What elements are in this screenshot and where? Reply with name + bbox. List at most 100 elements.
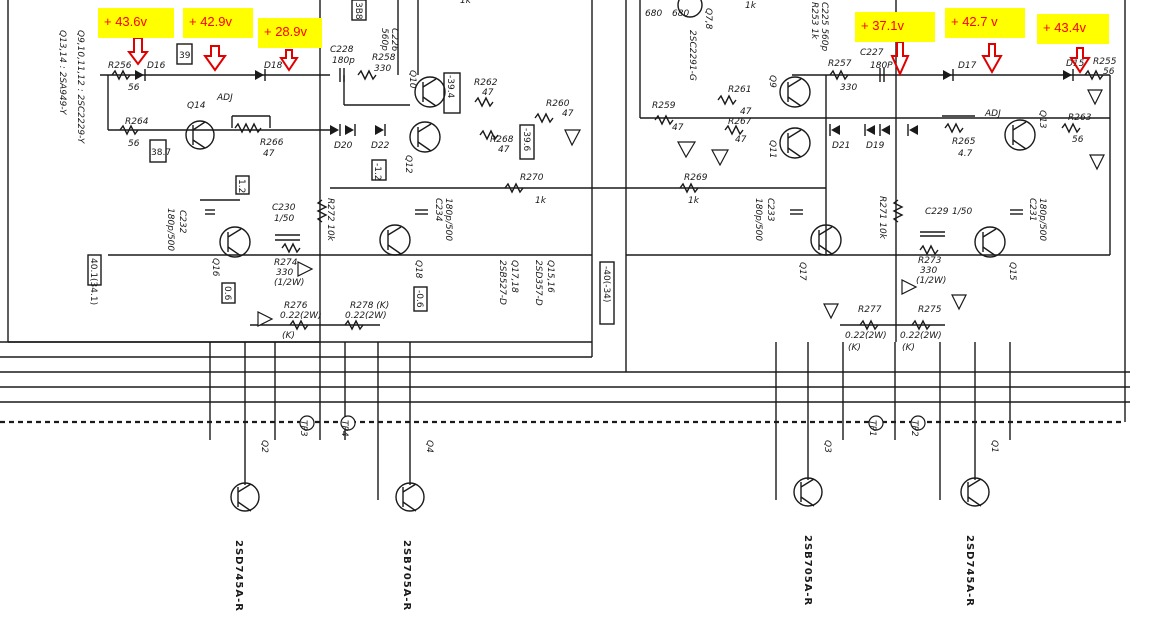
q78-label: Q7,8 [703,8,713,30]
r274-value: 330 [276,268,293,278]
voltage-annotation-1: + 43.6v [98,8,174,38]
marker-arrow-6 [1069,47,1091,74]
r260-value: 47 [562,109,574,119]
part-note-2: 2SD357-D [533,260,543,306]
voltage-annotation-2: + 42.9v [183,8,253,38]
q3-part: 2SB705A-R [802,535,813,606]
r260-label: R260 [546,99,570,109]
adj-left: ADJ [216,93,233,103]
r275-value: 0.22(2W) [900,331,942,341]
d18-label: D18 [264,61,283,71]
r273-watt: (1/2W) [916,276,946,286]
r277-label: R277 [858,305,882,315]
c226-value: 560p [379,28,389,51]
c231-value: 180p/500 [1037,198,1047,241]
r278-value: 0.22(2W) [345,311,387,321]
r277-value: 0.22(2W) [845,331,887,341]
c226-label: C226 [389,28,399,52]
r273-label: R273 [918,256,942,266]
q1-label: Q1 [989,440,999,453]
v401-label: 40.1(34.1) [88,258,98,305]
right-channel: R257 330 C227 180P D17 D15 R255 56 Q9 Q1… [608,0,1117,353]
r255-value: 56 [1103,67,1115,77]
r278-label: R278 (K) [350,301,389,311]
part-note-3: Q17,18 [509,260,519,293]
c228-value: 180p [332,56,355,66]
voltage-markers [127,37,1091,77]
r258-value: 330 [374,64,391,74]
d20-label: D20 [334,141,353,151]
c229-label: C229 [925,207,949,217]
left-channel: R256 56 D16 D18 39 R264 56 38.7 Q14 ADJ … [57,0,689,342]
c234-label: C234 [433,198,443,222]
v12-label: 1.2 [236,179,246,193]
c227-label: C227 [860,48,884,58]
v06b-label: -0.6 [414,290,424,308]
q13-label: Q13 [1037,110,1047,129]
q14-label: Q14 [187,101,206,111]
q4-part: 2SB705A-R [401,540,412,611]
r266-value: 47 [263,149,275,159]
q9-label: Q9 [767,75,777,88]
r263-value: 56 [1072,135,1084,145]
v06-label: 0.6 [222,286,232,301]
r1k-top: 1k [460,0,472,6]
r262-value: 47 [482,88,494,98]
c228-label: C228 [330,45,354,55]
d21-label: D21 [832,141,850,151]
c231-label: C231 [1027,198,1037,221]
part-note-1: Q15,16 [545,260,555,293]
q11-label: Q11 [767,140,777,159]
v3b8-label: 3B8 [353,2,363,20]
r258-label: R258 [372,53,396,63]
voltage-annotation-6: + 43.4v [1037,14,1109,44]
c234-value: 180p/500 [443,198,453,241]
c233-value: 180p/500 [753,198,763,241]
adj-right: ADJ [984,109,1001,119]
tp3-label: TP3 [298,420,308,437]
c229-value: 1/50 [952,207,972,217]
r257-label: R257 [828,59,852,69]
r272-label: R272 10k [325,198,335,242]
marker-arrow-5 [981,43,1003,75]
r265-label: R265 [952,137,976,147]
r263-label: R263 [1068,113,1092,123]
q12-label: Q12 [403,155,413,174]
q15-label: Q15 [1007,262,1017,281]
c232-label: C232 [177,210,187,234]
r276-k: (K) [282,331,295,341]
r262-label: R262 [474,78,498,88]
r257-value: 330 [840,83,857,93]
tp4-label: TP4 [339,420,349,437]
r680-label: 680 [672,9,689,19]
q78-type: 2SC2291-G [687,30,697,81]
v394-label: -39.4 [445,75,455,99]
r275-label: R275 [918,305,942,315]
r268-label: R268 [490,135,514,145]
r267-value: 47 [735,135,747,145]
voltage-annotation-5: + 42.7 v [945,8,1025,38]
voltage-annotation-3: + 28.9v [258,18,322,48]
q2-label: Q2 [259,440,269,453]
output-stage: Q2 Q4 Q3 Q1 TP3 TP4 TP1 TP2 2SD745A-R 2S… [209,342,1011,612]
c225-label: C225 560p [819,2,829,52]
r255-label: R255 [1093,57,1117,67]
v39-label: 39 [179,51,191,61]
q16-label: Q16 [210,258,220,277]
d19-label: D19 [866,141,885,151]
q1-part: 2SD745A-R [964,535,975,607]
r269-value: 1k [688,196,700,206]
r269-label: R269 [684,173,708,183]
legend-line-1: Q9,10,11,12 : 2SC2229-Y [75,30,85,145]
marker-arrow-3 [279,49,299,72]
r256-value: 56 [128,83,140,93]
r253-label: R253 1k [809,2,819,40]
r274-watt: (1/2W) [274,278,304,288]
bus-lines [0,0,1130,424]
r261-value: 47 [740,107,752,117]
r270-label: R270 [520,173,544,183]
r266-label: R266 [260,138,284,148]
legend-line-2: Q13,14 : 2SA949-Y [57,30,67,116]
r271-label: R271 10k [877,196,887,240]
